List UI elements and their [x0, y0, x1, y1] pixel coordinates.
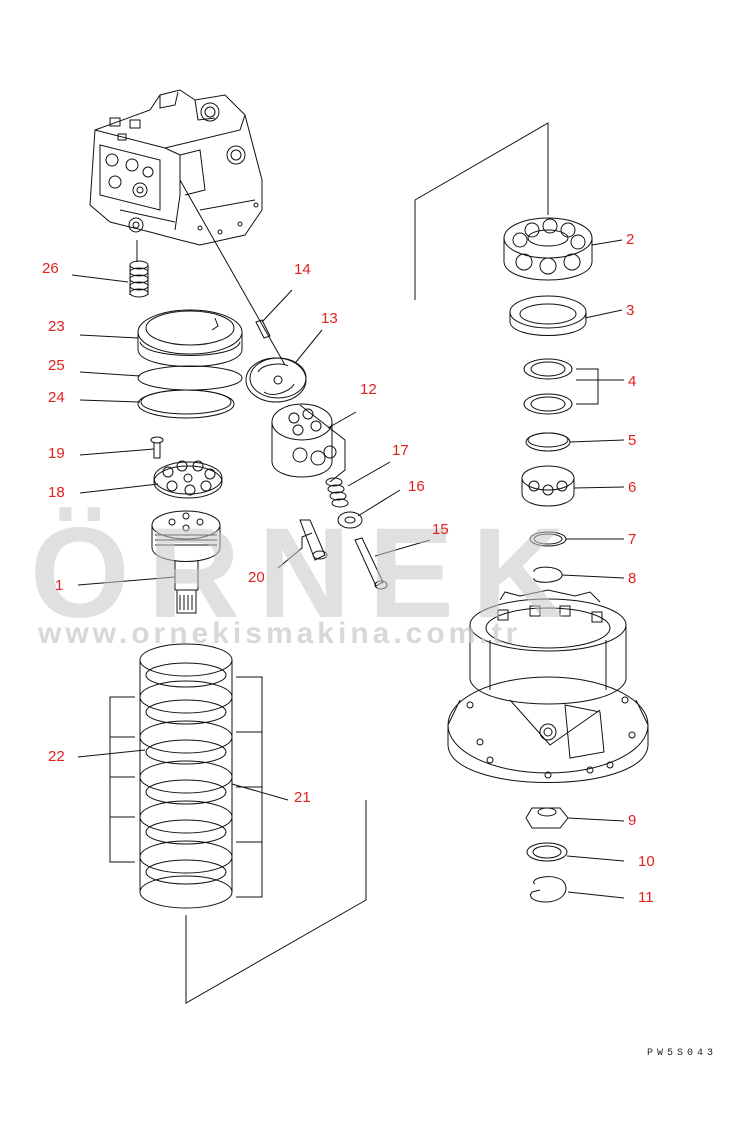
part-4-shim-b [523, 393, 573, 415]
callout-5: 5 [628, 432, 637, 449]
part-16-washer [337, 511, 363, 529]
callout-11: 11 [638, 889, 654, 906]
callout-3: 3 [626, 302, 635, 319]
part-18-retainer-plate [153, 460, 223, 499]
part-13-valve-plate [245, 357, 307, 403]
callout-14: 14 [294, 261, 311, 278]
part-11-circlip [530, 876, 567, 903]
part-14-pin [255, 319, 271, 339]
callout-20: 20 [248, 569, 265, 586]
part-1-shaft [151, 510, 221, 614]
callout-21: 21 [294, 789, 311, 806]
main-motor-housing [447, 589, 649, 783]
callout-12: 12 [360, 381, 377, 398]
callout-22: 22 [48, 748, 65, 765]
document-code: PW5S043 [646, 1048, 717, 1059]
callout-25: 25 [48, 357, 65, 374]
part-26-spring [129, 240, 149, 298]
callout-15: 15 [432, 521, 449, 538]
callout-6: 6 [628, 479, 637, 496]
part-9-nut [525, 807, 569, 829]
leader-lines [71, 239, 625, 899]
part-10-washer [526, 842, 568, 862]
callout-26: 26 [42, 260, 59, 277]
part-25-o-ring [137, 365, 243, 391]
motor-valve-housing [89, 89, 263, 246]
callout-13: 13 [321, 310, 338, 327]
bracket-22 [109, 696, 135, 863]
callout-24: 24 [48, 389, 65, 406]
part-17-spring [325, 477, 349, 508]
callout-7: 7 [628, 531, 637, 548]
callout-18: 18 [48, 484, 65, 501]
callout-10: 10 [638, 853, 655, 870]
callout-19: 19 [48, 445, 65, 462]
bracket-4 [576, 368, 599, 405]
callout-16: 16 [408, 478, 425, 495]
part-2-bearing [503, 217, 593, 281]
part-12-cylinder-block [271, 403, 346, 483]
parts-21-22-friction-plates [139, 643, 233, 909]
part-15-rod [354, 537, 388, 590]
callout-8: 8 [628, 570, 637, 587]
part-23-ring [137, 309, 243, 367]
part-3-seal [509, 295, 587, 336]
callout-2: 2 [626, 231, 635, 248]
bracket-21 [236, 676, 263, 898]
callout-4: 4 [628, 373, 637, 390]
callout-9: 9 [628, 812, 637, 829]
part-8-snap-ring [533, 566, 563, 583]
housing-alignment-line [179, 179, 286, 366]
part-20-piston [299, 519, 328, 561]
callout-17: 17 [392, 442, 409, 459]
assembly-route-line [185, 800, 367, 1004]
part-6-bearing [521, 465, 575, 507]
assembly-route-line-right [414, 122, 549, 300]
part-19-screw [150, 436, 164, 459]
callout-1: 1 [55, 577, 64, 594]
callout-23: 23 [48, 318, 65, 335]
part-4-shim-a [523, 358, 573, 380]
